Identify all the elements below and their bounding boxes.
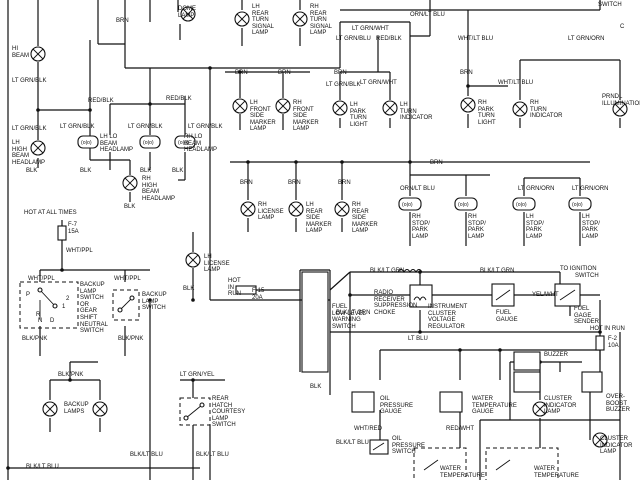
backup-lamp-gear-switch <box>19 281 79 329</box>
buzzer-box <box>513 351 541 371</box>
svg-text:(o|o): (o|o) <box>458 202 469 208</box>
prndl-illumination-icon <box>612 101 628 117</box>
rh-front-side-marker-lamp-icon <box>275 98 291 114</box>
lh-park-turn-light-icon <box>332 100 348 116</box>
oil-pressure-switch-symbol <box>369 439 389 455</box>
rh-park-turn-light-icon <box>460 97 476 113</box>
rh-license-lamp-icon <box>240 201 256 217</box>
svg-text:(o|o): (o|o) <box>516 202 527 208</box>
lh-rear-turn-signal-lamp-icon <box>234 11 250 27</box>
cluster-indicator-lamp-2-icon <box>592 432 608 448</box>
fuse-f2 <box>595 335 605 351</box>
svg-text:(o|o): (o|o) <box>143 140 154 146</box>
rh-rear-turn-signal-lamp-icon <box>292 11 308 27</box>
svg-text:(o|o): (o|o) <box>178 140 189 146</box>
cluster-indicator-lamp-icon <box>532 401 548 417</box>
over-boost-buzzer-box <box>581 371 603 393</box>
fuse-f7 <box>57 225 67 241</box>
fuel-gage-sender <box>554 283 581 307</box>
lh-front-side-marker-lamp-icon <box>232 98 248 114</box>
rh-rear-side-marker-lamp-icon <box>334 201 350 217</box>
svg-text:(o|o): (o|o) <box>402 202 413 208</box>
wires <box>7 0 621 480</box>
lh-rear-side-marker-lamp-icon <box>288 201 304 217</box>
cluster-indicator-box <box>513 371 541 393</box>
water-temperature-gauge <box>439 391 463 413</box>
backup-lamp-right-icon <box>92 401 108 417</box>
lh-turn-indicator-icon <box>382 100 398 116</box>
junction-dots <box>6 66 602 470</box>
rh-turn-indicator-icon <box>512 101 528 117</box>
backup-lamp-switch <box>112 289 140 321</box>
lh-high-beam-headlamp-icon <box>30 140 46 156</box>
hi-beam-indicator-icon <box>30 46 46 62</box>
fuel-low-level-switch <box>301 271 329 373</box>
lh-license-lamp-icon <box>185 252 201 268</box>
rear-hatch-courtesy-switch <box>179 397 211 426</box>
rh-high-beam-headlamp-icon <box>122 175 138 191</box>
fuel-gauge <box>491 283 515 307</box>
water-temperature-senders <box>413 447 559 480</box>
dome-lamp-icon <box>180 6 196 22</box>
instrument-voltage-regulator <box>409 284 433 308</box>
stop-park-lamp-sockets: (o|o) (o|o) (o|o) (o|o) <box>398 197 592 211</box>
svg-text:(o|o): (o|o) <box>572 202 583 208</box>
oil-pressure-gauge <box>351 391 375 413</box>
headlamp-connectors: (o|o) (o|o) (o|o) <box>77 135 196 149</box>
radio-suppression-choke <box>397 269 423 273</box>
svg-text:(o|o): (o|o) <box>81 140 92 146</box>
fuse-f15 <box>235 285 257 295</box>
backup-lamp-left-icon <box>42 401 58 417</box>
